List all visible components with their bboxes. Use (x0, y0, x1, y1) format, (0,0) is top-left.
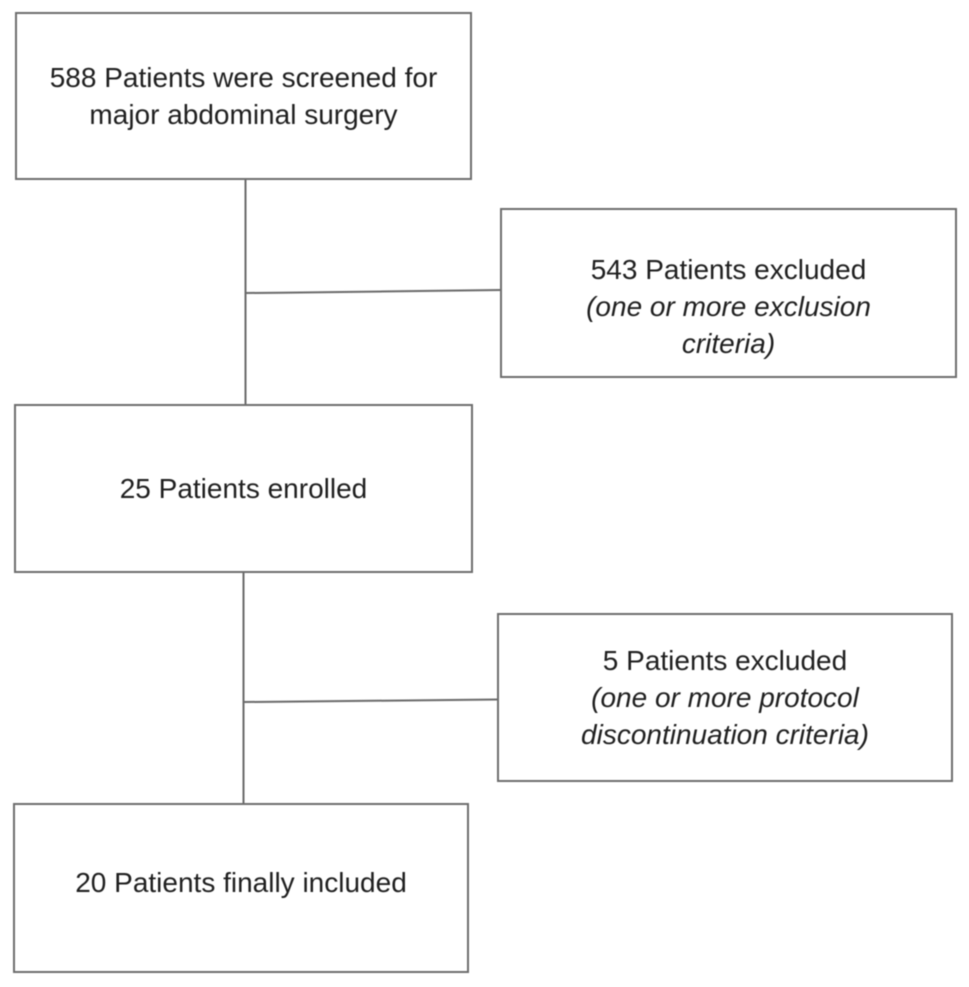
connector-branch-excluded-protocol (243, 698, 498, 703)
flow-box-excluded-protocol: 5 Patients excluded (one or more protoco… (497, 613, 953, 782)
flow-box-included: 20 Patients finally included (13, 803, 469, 973)
flow-box-included-label: 20 Patients finally included (75, 866, 407, 898)
flow-box-excluded-protocol-label: 5 Patients excluded (602, 645, 848, 676)
flow-box-enrolled: 25 Patients enrolled (14, 404, 473, 573)
flow-box-excluded-screening-label: 543 Patients excluded (590, 253, 867, 285)
flow-box-enrolled-label: 25 Patients enrolled (119, 473, 368, 504)
flow-box-screened-label: 588 Patients were screened for major abd… (49, 62, 438, 130)
connector-branch-excluded-screening (245, 289, 501, 294)
flow-box-excluded-protocol-note: (one or more protocol discontinuation cr… (581, 682, 869, 750)
flow-box-excluded-screening-note: (one or more exclusion criteria) (586, 290, 871, 359)
flow-box-screened: 588 Patients were screened for major abd… (15, 12, 472, 180)
flow-box-excluded-screening: 543 Patients excluded (one or more exclu… (500, 208, 957, 378)
